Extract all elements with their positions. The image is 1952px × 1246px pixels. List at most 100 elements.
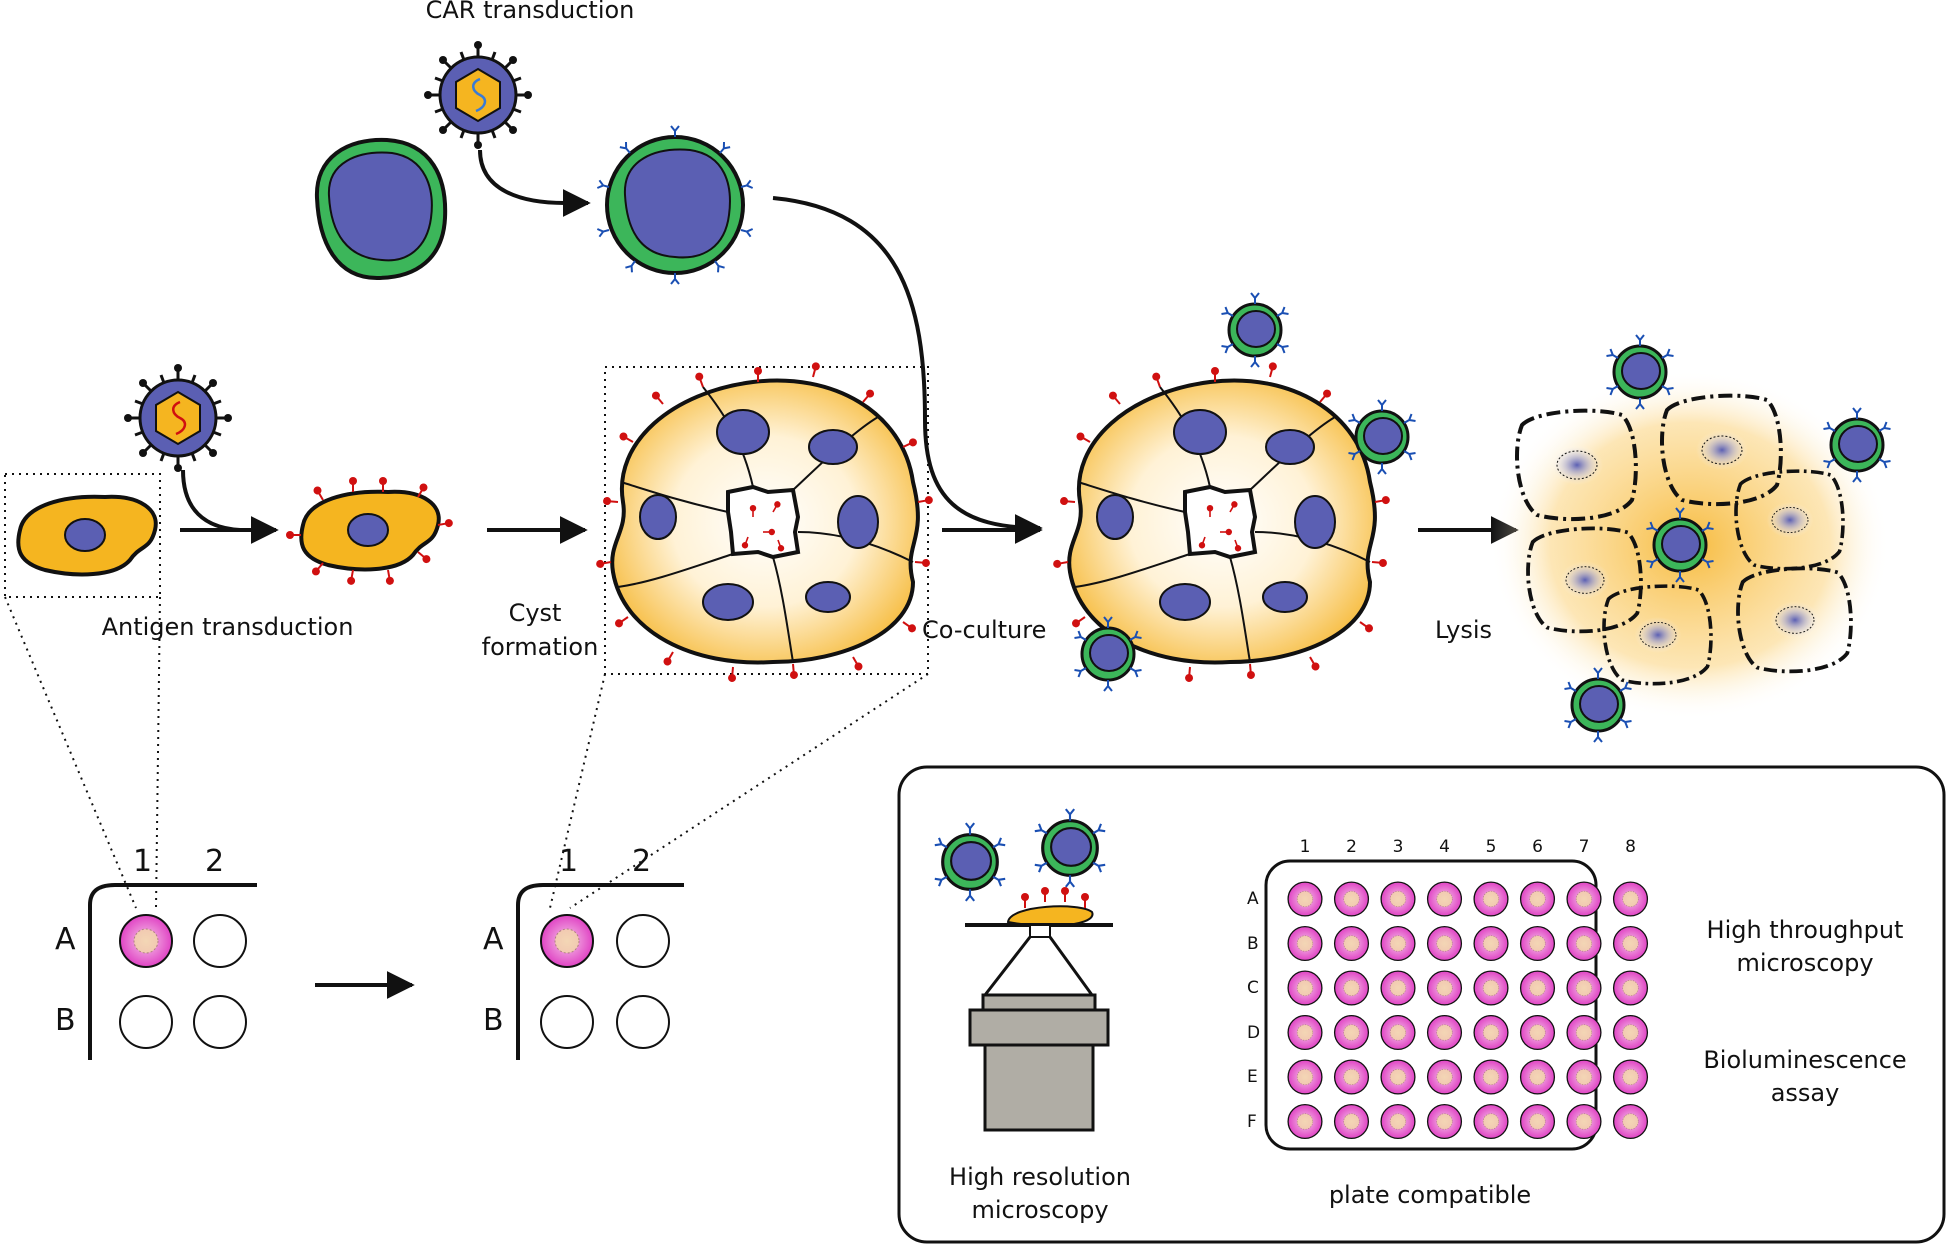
plate-well (1612, 925, 1649, 962)
plate-well (1519, 1103, 1556, 1140)
tumor-cell-antigen (285, 476, 455, 587)
plate-well (1473, 970, 1509, 1006)
plate-well (1333, 1103, 1370, 1140)
plate-column-label: 7 (1578, 837, 1590, 857)
small-plate-right-col-1: 1 (559, 844, 579, 879)
plate-well (1380, 1014, 1416, 1051)
small-plate-left (88, 883, 257, 1060)
plate-column-label: 5 (1485, 837, 1497, 857)
plate-row-label: D (1247, 1022, 1261, 1043)
plate-well (1612, 1059, 1649, 1095)
virus-antigen-icon (124, 364, 232, 472)
plate-well (1519, 1059, 1556, 1095)
plate-column-label: 3 (1392, 837, 1404, 857)
antigen-transduction-arrow-curve (181, 469, 272, 532)
co-culture-label: Co-culture (922, 616, 1047, 644)
small-plate-right (516, 883, 684, 1060)
plate-well (1473, 881, 1509, 917)
multiwell-plate (1264, 859, 1649, 1151)
plate-well (1566, 1059, 1602, 1095)
car-transduction-label: CAR transduction (425, 0, 635, 24)
plate-well (1473, 1014, 1509, 1051)
plate-compatible-label: plate compatible (1328, 1181, 1532, 1209)
small-plate-right-row-b: B (483, 1003, 504, 1038)
cyst-organoid (596, 361, 934, 682)
plate-well (1287, 970, 1323, 1006)
plate-well (1426, 1059, 1463, 1095)
plate-column-label: 2 (1346, 837, 1357, 857)
tcell-to-coculture-arrow (772, 196, 1043, 542)
cyst-formation-label-1: Cyst (508, 599, 562, 627)
plate-well (1426, 1103, 1463, 1140)
antigen-cell-zoom-box (4, 473, 161, 598)
plate-well (1426, 1014, 1463, 1051)
plate-well (1426, 970, 1463, 1006)
plate-well (1287, 1014, 1323, 1051)
car-transduction-arrow (478, 149, 591, 217)
plate-well (1612, 1103, 1649, 1140)
tumor-cell (16, 494, 158, 577)
plate-column-label: 8 (1625, 837, 1636, 857)
plate-well (1473, 1059, 1509, 1095)
plate-row-label: C (1247, 978, 1259, 998)
plate-well (1519, 1014, 1556, 1051)
small-plate-left-col-2: 2 (205, 844, 225, 879)
microscope-icon (935, 809, 1113, 1132)
high-throughput-label-2: microscopy (1736, 949, 1874, 977)
plate-well (1380, 1103, 1416, 1140)
tcell-naive (314, 137, 448, 281)
cyst-zoom-box (604, 366, 929, 675)
bioluminescence-label-1: Bioluminescence (1703, 1046, 1907, 1074)
plate-well (1566, 881, 1602, 917)
plate-well (1612, 970, 1649, 1006)
plate-row-label: F (1247, 1111, 1257, 1132)
readout-panel (897, 765, 1946, 1244)
plate-well (1380, 881, 1416, 917)
plate-well (1287, 881, 1323, 917)
plate-well (1380, 1059, 1416, 1095)
plate-well (1519, 970, 1556, 1006)
small-plate-right-row-a: A (483, 922, 504, 957)
plate-well (1566, 970, 1602, 1006)
plate-well (1380, 970, 1416, 1006)
high-throughput-label-1: High throughput (1706, 916, 1904, 944)
bioluminescence-label-2: assay (1770, 1079, 1840, 1107)
tcell-small (1221, 293, 1288, 367)
cyst-formation-label-2: formation (481, 633, 599, 661)
plate-well (1519, 925, 1556, 962)
plate-well (1287, 1059, 1323, 1095)
plate-well (1566, 1014, 1602, 1051)
plate-well (1380, 925, 1416, 962)
plate-well (1333, 1059, 1370, 1095)
plate-column-label: 1 (1299, 837, 1311, 857)
high-res-label-1: High resolution (949, 1163, 1131, 1191)
small-plate-left-row-b: B (55, 1003, 76, 1038)
plate-well (1566, 1103, 1602, 1140)
plate-well (1287, 925, 1323, 962)
plate-well (1287, 1103, 1323, 1140)
small-plate-right-col-2: 2 (632, 844, 652, 879)
virus-car-icon (424, 41, 532, 149)
tcell-car (596, 125, 754, 285)
plate-well (1426, 925, 1463, 962)
plate-well (1333, 1014, 1370, 1051)
plate-well (1566, 925, 1602, 962)
plate-row-label: E (1247, 1067, 1258, 1087)
plate-well (1612, 1014, 1649, 1051)
plate-well (1473, 925, 1509, 962)
plate-column-label: 4 (1439, 837, 1450, 857)
lysis-label: Lysis (1435, 616, 1493, 644)
plate-well (1333, 881, 1370, 917)
plate-well (1612, 881, 1649, 917)
plate-well (1426, 881, 1463, 917)
plate-well (1333, 970, 1370, 1006)
small-plate-left-row-a: A (55, 922, 76, 957)
plate-well (1519, 881, 1556, 917)
plate-well (1333, 925, 1370, 962)
high-res-label-2: microscopy (971, 1196, 1109, 1224)
plate-well (1473, 1103, 1509, 1140)
plate-row-label: B (1247, 933, 1259, 954)
small-plate-left-col-1: 1 (133, 844, 153, 879)
plate-row-label: A (1247, 889, 1259, 909)
